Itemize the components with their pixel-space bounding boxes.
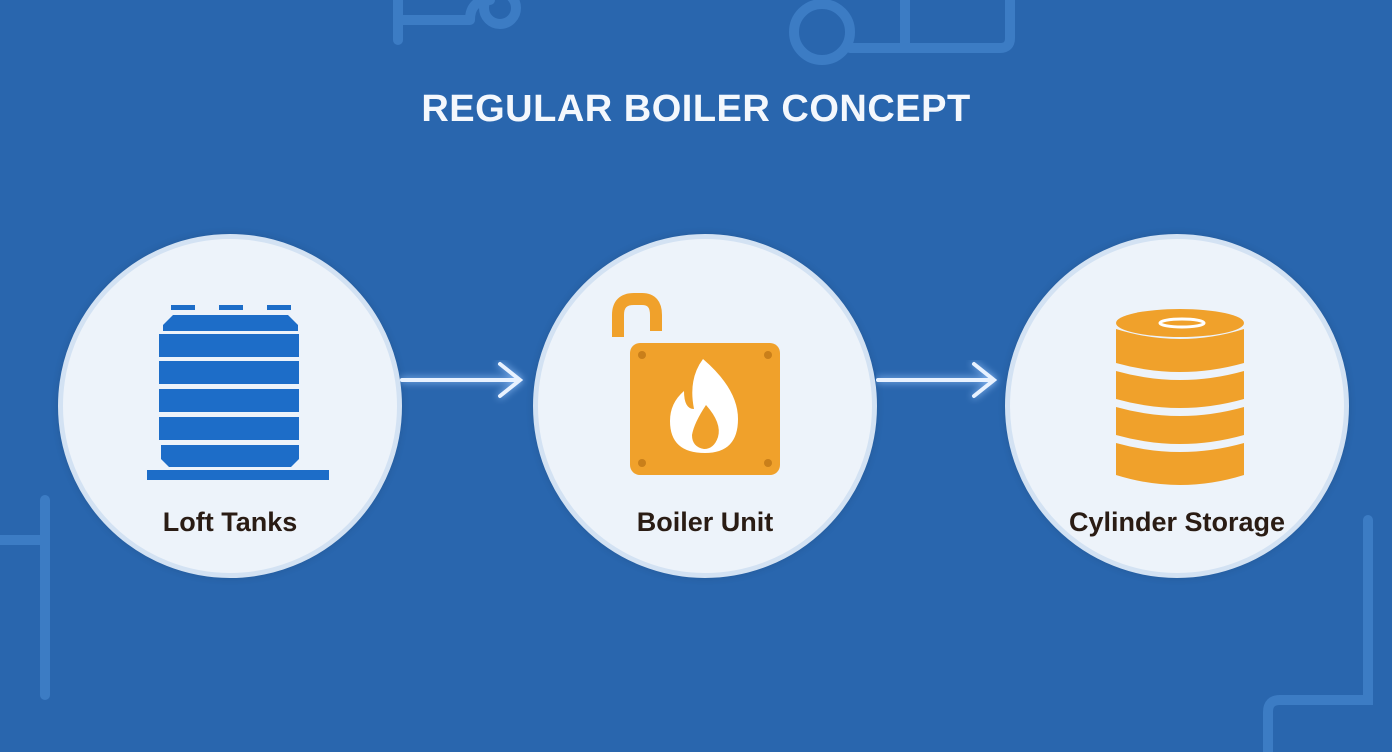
arrow-right-icon — [400, 362, 524, 398]
node-label: Loft Tanks — [162, 507, 298, 537]
cylinder-storage-icon — [1116, 309, 1244, 485]
node-boiler-unit: Boiler Unit — [533, 234, 877, 578]
boiler-flame-icon — [612, 293, 780, 475]
node-label: Boiler Unit — [636, 507, 774, 537]
node-label: Cylinder Storage — [1068, 507, 1286, 537]
water-tank-icon — [147, 305, 329, 480]
arrow-right-icon — [876, 362, 998, 398]
node-loft-tanks: Loft Tanks — [58, 234, 402, 578]
diagram-title: REGULAR BOILER CONCEPT — [421, 88, 971, 130]
node-cylinder-storage: Cylinder Storage — [1005, 234, 1349, 578]
